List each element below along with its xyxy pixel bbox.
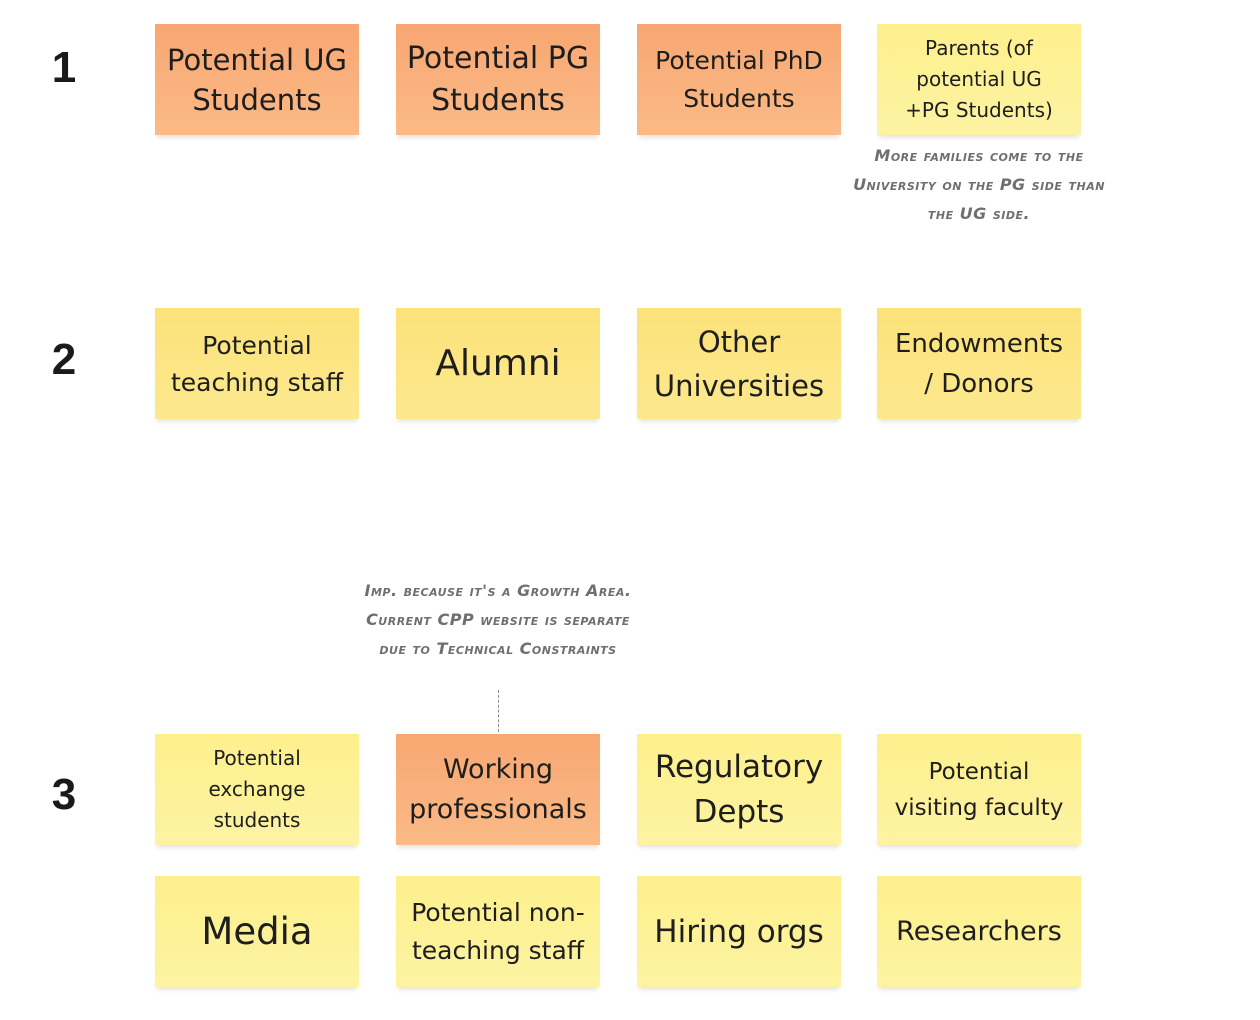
sticky-note-working-professionals[interactable]: Working professionals	[396, 734, 600, 845]
row-number-1: 1	[51, 43, 77, 92]
sticky-note-media[interactable]: Media	[155, 876, 359, 987]
sticky-note-text: Regulatory Depts	[654, 748, 824, 830]
sticky-note-text: Other Universities	[653, 324, 825, 403]
sticky-note-hiring-orgs[interactable]: Hiring orgs	[637, 876, 841, 987]
sticky-note-potential-ug-students[interactable]: Potential UG Students	[155, 24, 359, 135]
sticky-note-potential-visiting-faculty[interactable]: Potential visiting faculty	[877, 734, 1081, 845]
sticky-note-potential-teaching-staff[interactable]: Potential teaching staff	[155, 308, 359, 419]
sticky-note-potential-pg-students[interactable]: Potential PG Students	[396, 24, 600, 135]
sticky-note-text: Media	[201, 909, 313, 953]
sticky-note-parents[interactable]: Parents (of potential UG +PG Students)	[877, 24, 1081, 135]
sticky-note-text: Potential teaching staff	[170, 330, 344, 397]
sticky-note-text: Potential exchange students	[208, 746, 306, 832]
sticky-note-potential-phd-students[interactable]: Potential PhD Students	[637, 24, 841, 135]
sticky-note-other-universities[interactable]: Other Universities	[637, 308, 841, 419]
sticky-note-text: Parents (of potential UG +PG Students)	[905, 36, 1053, 122]
sticky-note-text: Working professionals	[409, 753, 587, 825]
sticky-note-potential-exchange-students[interactable]: Potential exchange students	[155, 734, 359, 845]
row-number-3: 3	[51, 770, 77, 819]
sticky-note-researchers[interactable]: Researchers	[877, 876, 1081, 987]
sticky-note-regulatory-depts[interactable]: Regulatory Depts	[637, 734, 841, 845]
comment-growth-area: Imp. because it's a Growth Area. Current…	[364, 581, 632, 658]
sticky-note-text: Endowments / Donors	[894, 328, 1064, 399]
sticky-note-text: Alumni	[435, 342, 561, 384]
sticky-note-text: Potential PG Students	[406, 40, 590, 118]
comment-families-pg-side: More families come to the University on …	[853, 146, 1105, 223]
sticky-note-text: Potential UG Students	[167, 42, 347, 117]
sticky-note-endowments-donors[interactable]: Endowments / Donors	[877, 308, 1081, 419]
sticky-note-potential-non-teaching-staff[interactable]: Potential non-teaching staff	[396, 876, 600, 987]
sticky-note-text: Potential PhD Students	[655, 45, 823, 113]
sticky-note-text: Researchers	[896, 915, 1062, 947]
sticky-note-text: Potential non-teaching staff	[411, 897, 585, 965]
sticky-note-text: Hiring orgs	[654, 913, 824, 950]
comment-connector-line	[498, 690, 499, 732]
sticky-note-text: Potential visiting faculty	[894, 758, 1064, 821]
sticky-note-alumni[interactable]: Alumni	[396, 308, 600, 419]
row-number-2: 2	[51, 335, 77, 384]
